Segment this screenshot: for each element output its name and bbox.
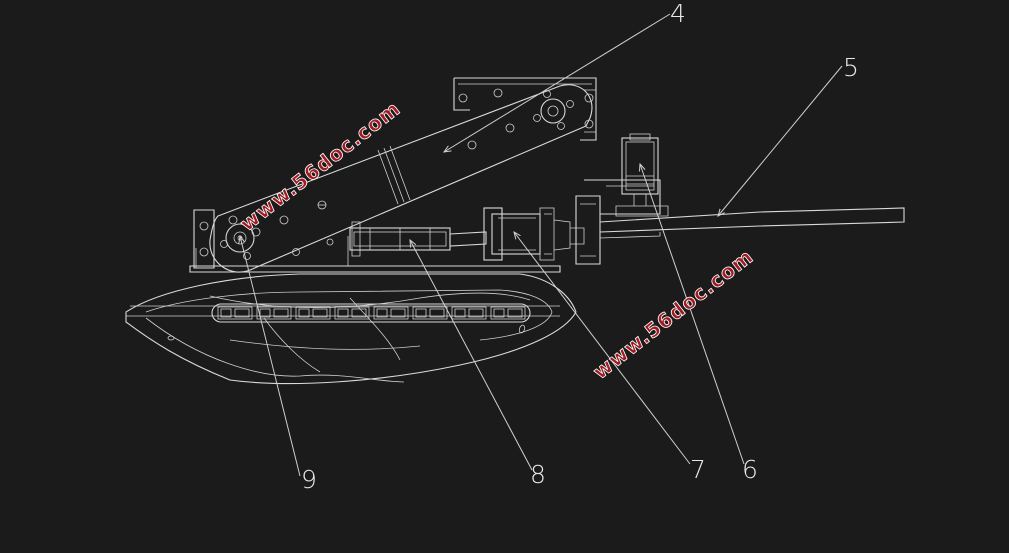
chain-link [256,306,292,320]
chain-link [373,306,409,320]
rail-assembly [575,179,905,265]
callout-5: 5 [843,53,859,82]
swing-arm [209,84,593,273]
chain-link [412,306,448,320]
hull-body [125,273,577,385]
drive-motor [483,207,585,261]
leader-9 [240,236,301,477]
leader-6 [640,164,745,465]
chain-link [295,306,331,320]
leader-7 [514,232,691,465]
left-base-bracket [193,209,215,269]
callout-9: 9 [301,465,317,494]
callout-6: 6 [742,455,758,484]
leader-8 [410,240,533,471]
steering-servo [621,133,659,206]
callout-7: 7 [690,455,706,484]
chain-link [217,306,253,320]
callout-8: 8 [530,460,546,489]
chain-link [334,306,370,320]
top-pivot-bracket [453,77,597,141]
watermark-right: www.56doc.com [588,244,758,384]
deck-plate [189,236,561,273]
callout-4: 4 [670,0,686,28]
chain-link [451,306,487,320]
leader-lines [240,13,843,477]
leader-4 [444,13,671,152]
track-chain [211,303,531,323]
callout-labels: 4 5 6 7 8 9 [301,0,859,494]
leader-5 [718,65,843,216]
hydraulic-cylinder [349,221,487,257]
watermarks: www.56doc.com www.56doc.com [235,96,758,385]
chain-link [490,306,526,320]
